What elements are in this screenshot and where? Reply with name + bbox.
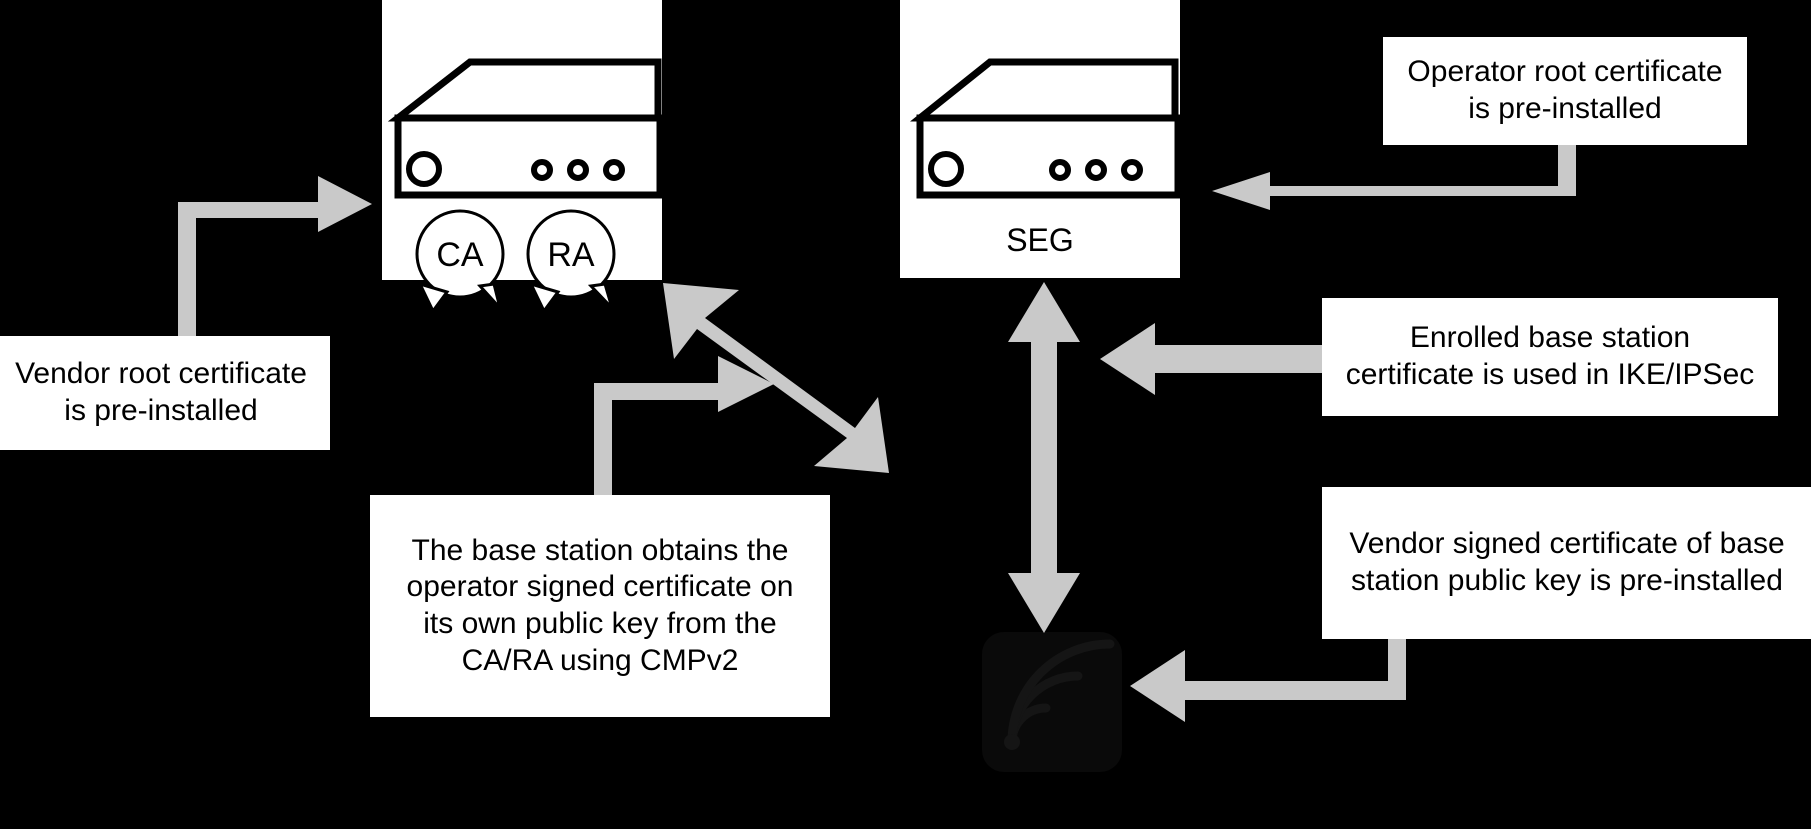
callout-line: is pre-installed [1468, 92, 1662, 125]
callout-line: Operator root certificate [1407, 55, 1723, 89]
callout-line: Vendor root certificate [15, 357, 307, 391]
callout-line: Enrolled base station [1409, 321, 1691, 355]
callout-vendor-root-certificate: Vendor root certificate is pre-installed [0, 336, 330, 450]
callout-cmpv2-enrolment: The base station obtains the operator si… [370, 495, 830, 717]
arrow-cmpv2-to-link [594, 356, 774, 495]
callout-line: its own public key from the [423, 607, 777, 640]
seg-device-icon [910, 58, 1182, 199]
arrow-operator-root-to-seg [1212, 145, 1576, 210]
callout-vendor-signed-certificate: Vendor signed certificate of base statio… [1322, 487, 1811, 639]
arrow-enrolled-cert-to-link [1100, 323, 1322, 395]
arrow-vendor-root-to-base-station [178, 176, 372, 336]
callout-line: certificate is used in IKE/IPSec [1345, 358, 1755, 391]
arrow-base-station-to-seg-double [663, 283, 889, 473]
ca-badge-icon: CA [415, 209, 505, 314]
callout-line: is pre-installed [64, 394, 258, 427]
callout-operator-root-certificate: Operator root certificate is pre-install… [1383, 37, 1747, 145]
callout-line: operator signed certificate on [406, 570, 794, 604]
seg-label: SEG [1006, 222, 1074, 258]
arrow-seg-to-antenna-double [1008, 282, 1080, 633]
arrow-vendor-signed-to-antenna [1130, 639, 1406, 722]
ca-badge-label: CA [436, 236, 484, 274]
callout-line: CA/RA using CMPv2 [461, 643, 739, 677]
ra-badge-icon: RA [526, 209, 616, 314]
antenna-icon [982, 632, 1122, 772]
callout-enrolled-base-station-certificate: Enrolled base station certificate is use… [1322, 298, 1778, 416]
callout-line: station public key is pre-installed [1351, 564, 1783, 597]
base-station-device-icon [387, 58, 664, 199]
callout-line: Vendor signed certificate of base [1349, 527, 1785, 561]
callout-line: The base station obtains the [411, 533, 789, 567]
ra-badge-label: RA [547, 236, 595, 274]
